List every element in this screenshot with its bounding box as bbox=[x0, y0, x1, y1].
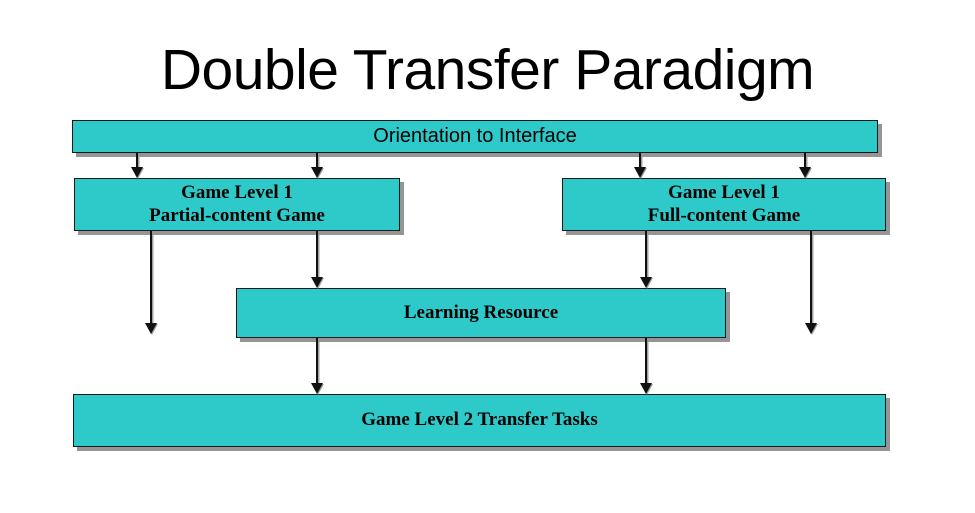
page-title: Double Transfer Paradigm bbox=[160, 38, 815, 102]
arrow-full-to-learning bbox=[640, 231, 653, 288]
arrow-orientation-to-partial-left bbox=[131, 153, 144, 178]
arrow-head bbox=[640, 277, 652, 288]
arrow-shaft bbox=[639, 153, 642, 168]
arrow-head bbox=[131, 167, 143, 178]
node-partial-line-2: Partial-content Game bbox=[149, 204, 325, 226]
arrow-head bbox=[799, 167, 811, 178]
arrow-head bbox=[311, 383, 323, 394]
arrow-head bbox=[311, 277, 323, 288]
arrow-partial-to-learning bbox=[311, 231, 324, 288]
arrow-head bbox=[311, 167, 323, 178]
arrow-shaft bbox=[810, 231, 813, 324]
node-game-level-1-full-content[interactable]: Game Level 1 Full-content Game bbox=[562, 178, 886, 231]
arrow-learning-to-transfer-right bbox=[640, 338, 653, 394]
node-game-level-1-partial-content[interactable]: Game Level 1 Partial-content Game bbox=[74, 178, 400, 231]
arrow-shaft bbox=[136, 153, 139, 168]
arrow-orientation-to-full-right bbox=[799, 153, 812, 178]
arrow-head bbox=[640, 383, 652, 394]
arrow-partial-bypass-down bbox=[145, 231, 158, 334]
arrow-head bbox=[805, 323, 817, 334]
node-orientation-label: Orientation to Interface bbox=[373, 124, 577, 147]
node-learning-label: Learning Resource bbox=[403, 301, 559, 323]
arrow-learning-to-transfer-left bbox=[311, 338, 324, 394]
arrow-shaft bbox=[316, 338, 319, 384]
node-partial-label: Game Level 1 Partial-content Game bbox=[75, 182, 399, 227]
node-partial-line-1: Game Level 1 bbox=[181, 182, 293, 204]
arrow-shaft bbox=[316, 153, 319, 168]
arrow-shaft bbox=[645, 338, 648, 384]
arrow-full-bypass-down bbox=[805, 231, 818, 334]
arrow-orientation-to-partial-right bbox=[311, 153, 324, 178]
node-full-line-1: Game Level 1 bbox=[668, 182, 780, 204]
arrow-head bbox=[145, 323, 157, 334]
node-transfer-label: Game Level 2 Transfer Tasks bbox=[361, 409, 598, 431]
node-orientation-to-interface[interactable]: Orientation to Interface bbox=[72, 120, 878, 153]
arrow-shaft bbox=[804, 153, 807, 168]
node-full-label: Game Level 1 Full-content Game bbox=[563, 182, 885, 227]
arrow-shaft bbox=[645, 231, 648, 278]
arrow-shaft bbox=[316, 231, 319, 278]
node-learning-resource[interactable]: Learning Resource bbox=[236, 288, 726, 338]
node-full-line-2: Full-content Game bbox=[647, 204, 801, 226]
arrow-orientation-to-full-left bbox=[634, 153, 647, 178]
node-game-level-2-transfer-tasks[interactable]: Game Level 2 Transfer Tasks bbox=[73, 394, 886, 447]
arrow-shaft bbox=[150, 231, 153, 324]
arrow-head bbox=[634, 167, 646, 178]
